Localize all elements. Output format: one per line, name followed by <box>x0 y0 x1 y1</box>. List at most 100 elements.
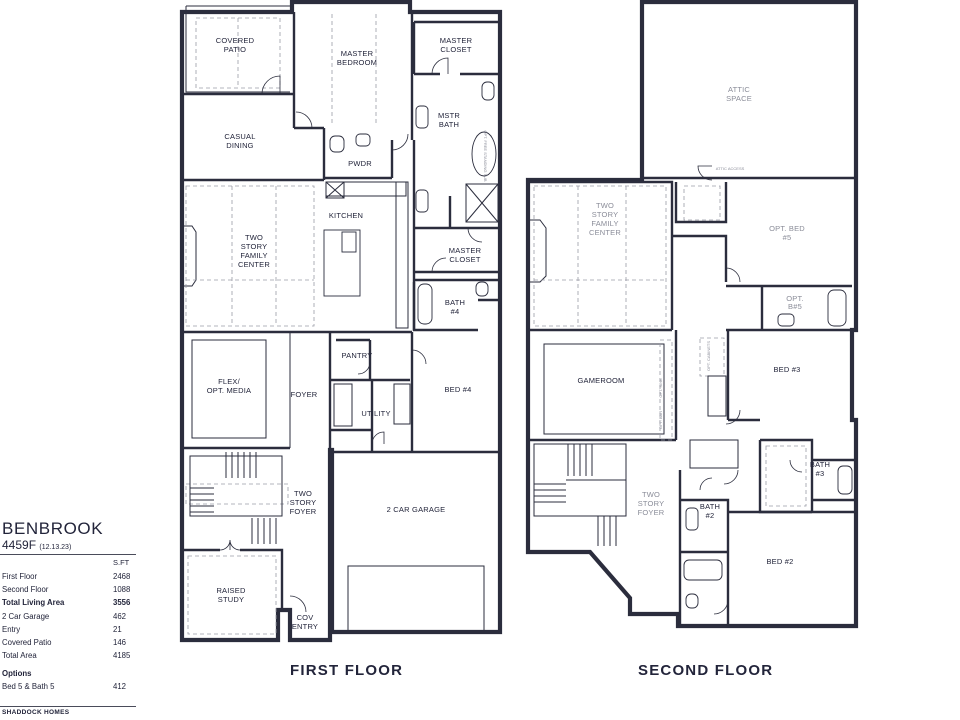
gameroom-walls <box>528 330 678 442</box>
bath3-closet-dash <box>765 445 807 507</box>
label-garage: 2 CAR GARAGE <box>387 505 446 514</box>
first-doors <box>219 57 483 613</box>
kitchen-counter-top <box>325 181 407 197</box>
bed5-closet-dash <box>683 185 721 221</box>
opt-bed5-walls <box>672 182 852 332</box>
first-floor-title: FIRST FLOOR <box>290 662 404 679</box>
bath2-walls <box>678 470 856 626</box>
foyer-balcony-dash <box>185 483 289 505</box>
label-opt-cabinets: OPT. CABINETS <box>706 341 711 371</box>
label-kitchen: KITCHEN <box>329 211 363 220</box>
second-floor-title: SECOND FLOOR <box>638 662 774 679</box>
bath4-toilet <box>475 281 489 297</box>
opt-bath5-tub <box>827 289 847 327</box>
area-value: 1088 <box>113 585 131 595</box>
first-floor-exterior-wall <box>179 0 503 643</box>
plan-date: (12.13.23) <box>39 544 72 551</box>
bath2-toilet <box>685 593 699 609</box>
bed3-walls <box>726 330 856 514</box>
mstr-sink-2 <box>415 189 429 213</box>
gameroom-outline <box>543 343 665 435</box>
flex-room-outline <box>191 339 267 439</box>
label-opt-bar: OPT. BAR <box>658 411 663 429</box>
study-ceiling-dash <box>187 555 277 635</box>
covered-patio-outline <box>185 5 292 93</box>
area-label: Covered Patio <box>2 638 52 647</box>
label-utility: UTILITY <box>361 409 390 418</box>
legend-rule-top <box>0 554 136 555</box>
label-pantry: PANTRY <box>342 351 373 360</box>
area-label: Entry <box>2 624 21 634</box>
kitchen-stove <box>325 181 345 199</box>
label-bed4: BED #4 <box>444 385 471 394</box>
master-shower-x <box>465 183 499 223</box>
utility-walls <box>330 332 414 452</box>
second-stairs <box>533 443 627 546</box>
hall-closet <box>689 439 739 469</box>
label-attic-access: ATTIC ACCESS <box>716 166 745 171</box>
utility-dryer <box>393 383 411 425</box>
plan-number-value: 4459F <box>2 538 37 552</box>
garage-door <box>347 565 485 633</box>
area-value: 21 <box>113 624 122 634</box>
label-foyer: FOYER <box>291 390 318 399</box>
first-stairs <box>189 452 283 544</box>
bath3-tub <box>837 465 853 495</box>
option-label: Bed 5 & Bath 5 <box>2 682 55 691</box>
master-closet-top-walls <box>412 20 498 76</box>
second-floor-exterior-wall <box>525 0 859 629</box>
kitchen-sink <box>341 231 357 253</box>
bath4-tub <box>417 283 433 325</box>
label-bed3: BED #3 <box>773 365 800 374</box>
label-opt-tub: OPT. FREE STANDING TUB <box>483 130 488 182</box>
opt-cabinets-dash <box>699 337 725 377</box>
family-ceiling-dash <box>185 185 315 327</box>
label-opt-bed5: OPT. BED#5 <box>769 224 805 242</box>
label-opt-bath5: OPT.B#5 <box>786 294 803 311</box>
label-pwdr: PWDR <box>348 159 372 168</box>
second-floor-plan <box>525 0 859 629</box>
mstr-toilet <box>481 81 495 101</box>
bath4-walls <box>412 282 498 332</box>
mstr-sink-1 <box>415 105 429 129</box>
master-shower <box>465 183 499 223</box>
second-family-ceiling-dash <box>533 185 667 327</box>
builder-name: SHADDOCK HOMES <box>2 709 70 716</box>
area-value: 3556 <box>113 598 131 608</box>
area-label: First Floor <box>2 572 38 581</box>
pwdr-sink <box>355 133 371 147</box>
second-family-walls <box>528 180 674 332</box>
utility-washer <box>333 383 353 427</box>
label-opt-sink: OPT. SINK <box>658 378 663 398</box>
area-value: 462 <box>113 611 127 621</box>
label-flex: FLEX/OPT. MEDIA <box>207 377 252 395</box>
linen-closet <box>707 375 727 417</box>
first-floor-plan <box>179 0 503 643</box>
area-label: Total Living Area <box>2 598 65 608</box>
label-gameroom: GAMEROOM <box>577 376 624 385</box>
plan-number: 4459F (12.13.23) <box>2 538 71 552</box>
plan-name: BENBROOK <box>2 519 104 538</box>
pwdr-toilet <box>329 135 345 153</box>
study-walls <box>182 548 284 610</box>
label-bath4: BATH#4 <box>445 298 465 316</box>
area-label: Second Floor <box>2 585 49 595</box>
area-value: 2468 <box>113 572 131 581</box>
area-label: Total Area <box>2 651 37 661</box>
area-label: 2 Car Garage <box>2 611 50 621</box>
opt-bath5-sink <box>777 313 795 327</box>
master-bath-walls <box>412 140 498 330</box>
free-standing-tub <box>471 131 497 177</box>
sft-header: S.FT <box>113 558 130 567</box>
option-value: 412 <box>113 682 127 691</box>
label-bed2: BED #2 <box>766 557 793 566</box>
first-family-fireplace <box>182 225 197 287</box>
